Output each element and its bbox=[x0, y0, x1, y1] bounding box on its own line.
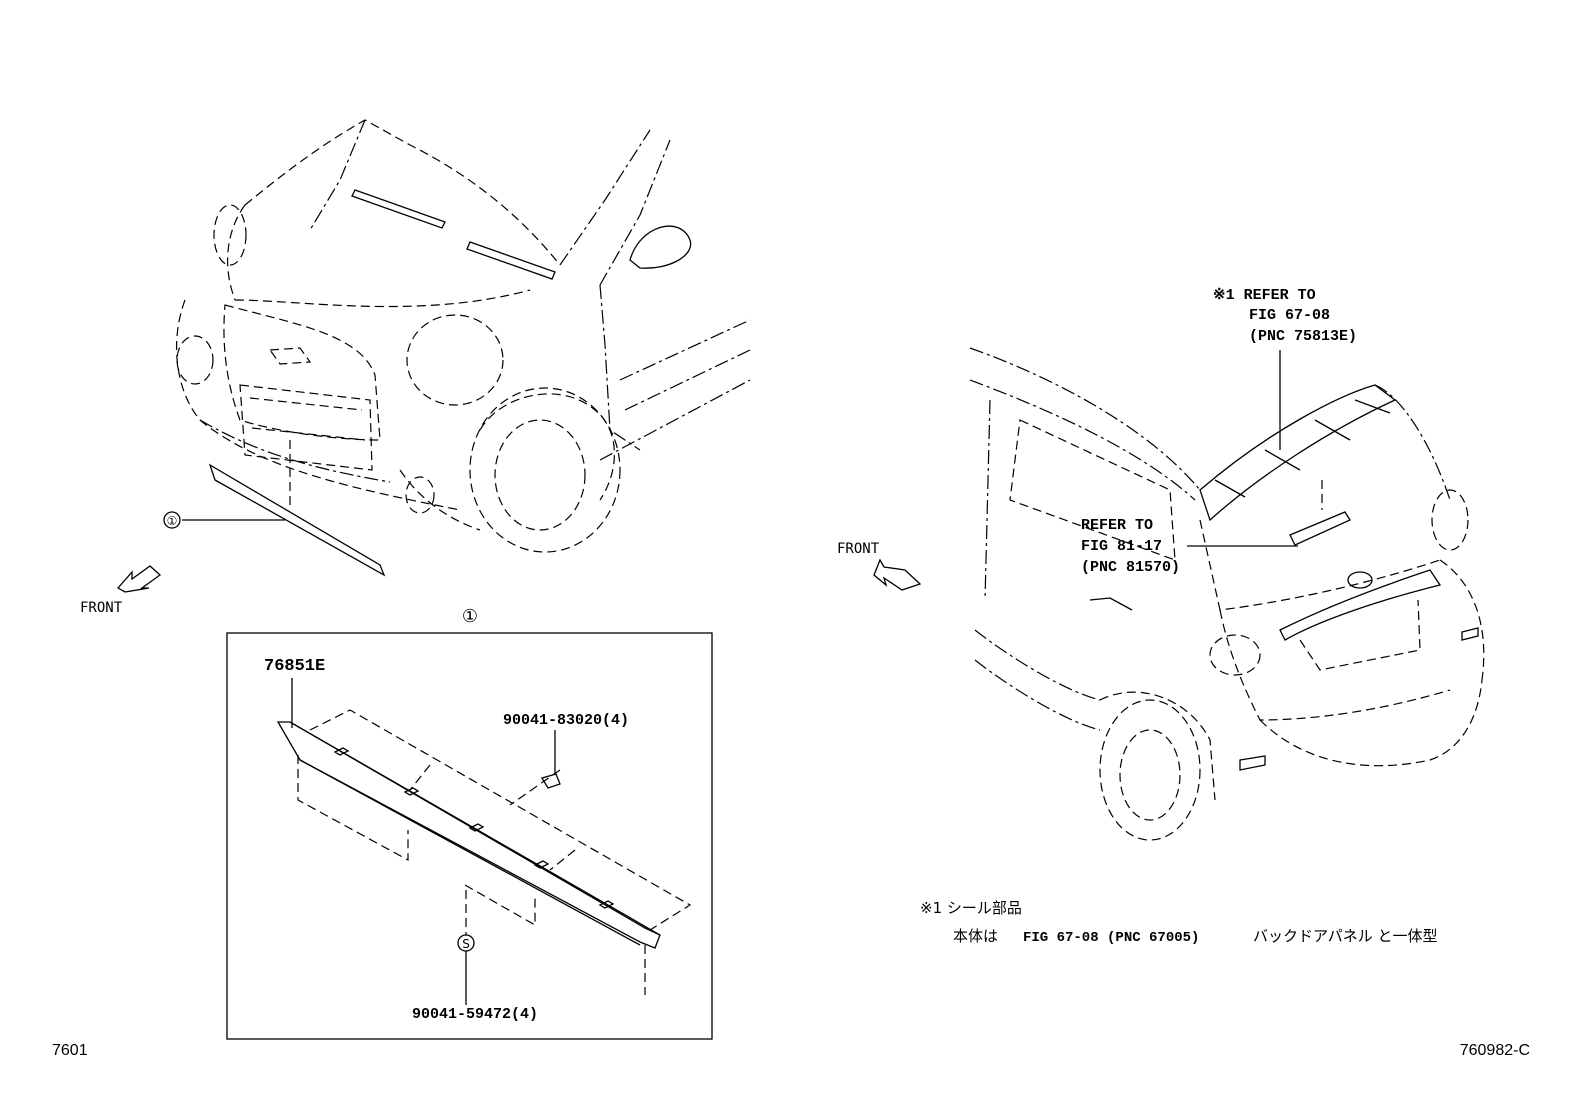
seal-note: ※1 シール部品 本体は FIG 67-08 (PNC 67005) バックドア… bbox=[920, 899, 1437, 946]
svg-text:①: ① bbox=[167, 514, 178, 528]
refer-seal-line-1: ※1 REFER TO bbox=[1213, 287, 1316, 304]
rear-car-illustration bbox=[969, 347, 1485, 841]
front-label-right: FRONT bbox=[837, 541, 880, 557]
front-label-left: FRONT bbox=[80, 600, 123, 616]
refer-seal-callout: ※1 REFER TO FIG 67-08 (PNC 75813E) bbox=[1213, 287, 1357, 450]
front-arrow-right: FRONT bbox=[837, 541, 922, 591]
note-line-2-b: FIG 67-08 (PNC 67005) bbox=[1023, 930, 1199, 946]
refer-lamp-line-2: FIG 81-17 bbox=[1081, 538, 1162, 555]
illustration-code-right: 760982-C bbox=[1460, 1042, 1530, 1059]
refer-seal-line-3: (PNC 75813E) bbox=[1249, 328, 1357, 345]
refer-seal-line-2: FIG 67-08 bbox=[1249, 307, 1330, 324]
part-number-90041-83020: 90041-83020(4) bbox=[503, 712, 629, 729]
callout-1-left: ① bbox=[163, 511, 285, 529]
front-car-illustration bbox=[176, 119, 751, 577]
note-line-2-a: 本体は bbox=[953, 927, 998, 945]
front-arrow-left: FRONT bbox=[80, 565, 162, 616]
screw-symbol: S bbox=[462, 937, 470, 951]
refer-lamp-callout: REFER TO FIG 81-17 (PNC 81570) bbox=[1081, 517, 1298, 576]
refer-lamp-line-3: (PNC 81570) bbox=[1081, 559, 1180, 576]
detail-box: ① 76851E 90041-83020(4) S 90041-59472(4) bbox=[226, 606, 713, 1040]
part-number-90041-59472: 90041-59472(4) bbox=[412, 1006, 538, 1023]
part-number-76851e: 76851E bbox=[264, 657, 325, 676]
callout-1-detail: ① bbox=[462, 606, 478, 627]
note-line-1: ※1 シール部品 bbox=[920, 899, 1022, 917]
illustration-code-left: 7601 bbox=[52, 1042, 88, 1059]
refer-lamp-line-1: REFER TO bbox=[1081, 517, 1153, 534]
note-line-2-c: バックドアパネル と一体型 bbox=[1253, 927, 1437, 945]
